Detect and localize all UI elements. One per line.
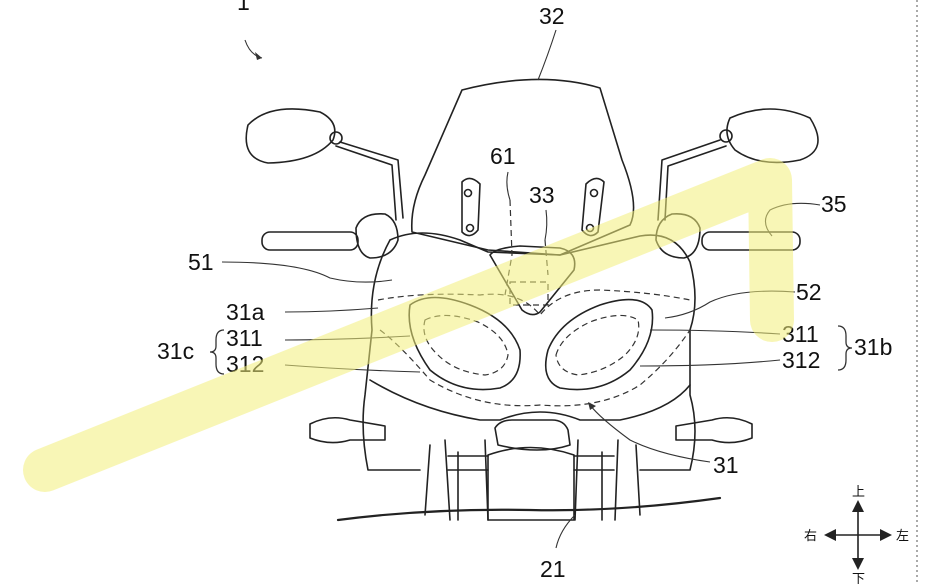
left-mirror-stem bbox=[335, 141, 404, 221]
label-52: 52 bbox=[796, 279, 822, 305]
leader-31a bbox=[284, 307, 379, 313]
leader-32 bbox=[537, 29, 557, 81]
label-fig-ref: 1 bbox=[237, 0, 250, 15]
label-51: 51 bbox=[188, 249, 214, 275]
label-312-right: 312 bbox=[782, 347, 820, 373]
arrowhead-31 bbox=[588, 402, 596, 410]
label-35: 35 bbox=[821, 191, 847, 217]
leader-33 bbox=[544, 209, 548, 241]
arrow-right-dir-icon bbox=[824, 529, 836, 541]
left-switch-housing bbox=[355, 212, 399, 259]
direction-compass: 上 下 右 左 bbox=[804, 485, 909, 584]
label-311-left: 311 bbox=[226, 325, 263, 351]
label-61: 61 bbox=[490, 143, 516, 169]
label-32: 32 bbox=[539, 3, 565, 29]
front-wheel bbox=[487, 446, 575, 521]
label-31: 31 bbox=[713, 452, 739, 478]
label-21: 21 bbox=[540, 556, 566, 582]
right-headlight-inner bbox=[555, 314, 640, 376]
ground-line bbox=[336, 496, 722, 522]
direction-down: 下 bbox=[852, 572, 865, 584]
right-bolt bbox=[589, 188, 599, 198]
left-screen-bracket bbox=[461, 177, 481, 237]
leader-31 bbox=[589, 404, 711, 463]
motorcycle-outline bbox=[245, 78, 819, 522]
left-brace bbox=[209, 329, 225, 375]
highlight-diagonal-stroke bbox=[23, 158, 794, 492]
highlighter-mark bbox=[23, 158, 794, 492]
left-bolt-2 bbox=[465, 223, 475, 233]
front-fender-top bbox=[494, 419, 571, 451]
left-fork bbox=[424, 439, 489, 521]
arrow-down-icon bbox=[852, 558, 864, 570]
right-fork bbox=[574, 439, 641, 521]
lower-cowl bbox=[369, 379, 691, 421]
right-mirror bbox=[726, 108, 819, 164]
right-headlight-housing bbox=[544, 298, 654, 391]
arrowhead-fig bbox=[255, 52, 262, 60]
windscreen bbox=[410, 78, 635, 256]
reference-labels: 1 32 61 33 35 51 52 31a 311 312 31c 311 … bbox=[157, 0, 892, 582]
label-33: 33 bbox=[529, 182, 555, 208]
headlight-lower-dash bbox=[379, 329, 691, 407]
leader-21 bbox=[555, 514, 576, 549]
fork-clamp bbox=[447, 455, 615, 471]
leader-61 bbox=[506, 171, 511, 201]
direction-up: 上 bbox=[852, 485, 865, 500]
right-brace bbox=[837, 325, 853, 371]
leader-51 bbox=[221, 261, 393, 283]
left-bolt bbox=[463, 188, 473, 198]
right-turn-signal bbox=[675, 416, 753, 444]
left-mirror bbox=[245, 108, 336, 164]
left-mirror-joint bbox=[329, 131, 343, 145]
right-mirror-joint bbox=[719, 129, 733, 143]
label-31c: 31c bbox=[157, 338, 194, 364]
leader-312-right bbox=[639, 359, 781, 367]
leader-fig bbox=[244, 39, 263, 59]
label-31b: 31b bbox=[854, 334, 892, 360]
arrow-up-icon bbox=[852, 500, 864, 512]
arrow-left-dir-icon bbox=[880, 529, 892, 541]
left-grip bbox=[261, 231, 359, 251]
direction-right: 右 bbox=[804, 529, 817, 544]
left-turn-signal bbox=[309, 416, 386, 444]
direction-left: 左 bbox=[896, 529, 909, 544]
label-31a: 31a bbox=[226, 299, 265, 325]
